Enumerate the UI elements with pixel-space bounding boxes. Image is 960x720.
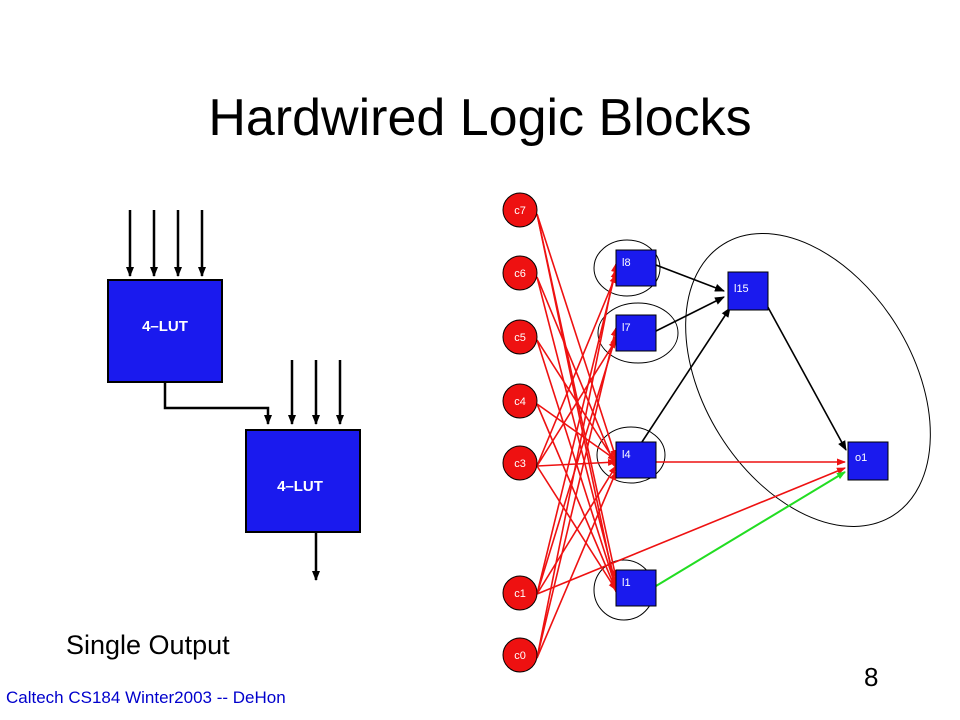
- svg-text:c6: c6: [514, 268, 526, 280]
- lut-connection-arrow: [163, 382, 272, 425]
- input-node-c5: c5: [502, 319, 538, 355]
- logic-node-l7: l7: [615, 314, 657, 352]
- svg-text:c0: c0: [514, 650, 526, 662]
- output-node-o1: o1: [847, 441, 889, 481]
- svg-text:l8: l8: [622, 257, 631, 269]
- logic-node-l4: l4: [615, 441, 657, 479]
- lut1-input-arrows: [126, 210, 206, 277]
- lut2-label: 4–LUT: [277, 478, 323, 495]
- input-node-c7: c7: [502, 192, 538, 228]
- page-number: 8: [864, 662, 879, 692]
- cluster-ellipses: [593, 233, 931, 621]
- svg-text:c1: c1: [514, 588, 526, 600]
- svg-text:c5: c5: [514, 332, 526, 344]
- red-edges: [536, 213, 846, 659]
- lut1-label: 4–LUT: [142, 318, 188, 335]
- input-node-c6: c6: [502, 255, 538, 291]
- svg-text:o1: o1: [855, 452, 867, 464]
- input-node-c1: c1: [502, 575, 538, 611]
- lut2-input-arrows: [288, 360, 344, 425]
- cluster-ellipse-l4: [596, 426, 666, 484]
- footer-credit: Caltech CS184 Winter2003 -- DeHon: [6, 688, 286, 707]
- logic-node-l15: l15: [727, 271, 769, 311]
- input-nodes: c7 c6 c5 c4 c3 c1 c0: [502, 192, 538, 673]
- black-edges: [637, 264, 847, 451]
- cluster-ellipse-main: [685, 233, 931, 527]
- svg-text:c3: c3: [514, 458, 526, 470]
- green-edge: [655, 471, 846, 587]
- logic-node-l1: l1: [615, 569, 657, 607]
- lut-cascade: 4–LUT 4–LUT: [107, 210, 361, 581]
- input-node-c4: c4: [502, 383, 538, 419]
- svg-text:l1: l1: [622, 577, 631, 589]
- caption-text: Single Output: [66, 630, 230, 660]
- input-node-c0: c0: [502, 637, 538, 673]
- svg-text:l4: l4: [622, 449, 631, 461]
- logic-node-l8: l8: [615, 249, 657, 287]
- cluster-ellipse-l8: [593, 239, 661, 297]
- cluster-ellipse-l7: [597, 302, 679, 364]
- lut2-block: [245, 429, 361, 533]
- input-node-c3: c3: [502, 445, 538, 481]
- svg-text:c7: c7: [514, 205, 526, 217]
- slide-title: Hardwired Logic Blocks: [208, 89, 752, 147]
- svg-text:l7: l7: [622, 322, 631, 334]
- svg-text:l15: l15: [734, 283, 749, 295]
- svg-text:c4: c4: [514, 396, 526, 408]
- logic-nodes: l8 l7 l4 l1 l15: [615, 249, 769, 607]
